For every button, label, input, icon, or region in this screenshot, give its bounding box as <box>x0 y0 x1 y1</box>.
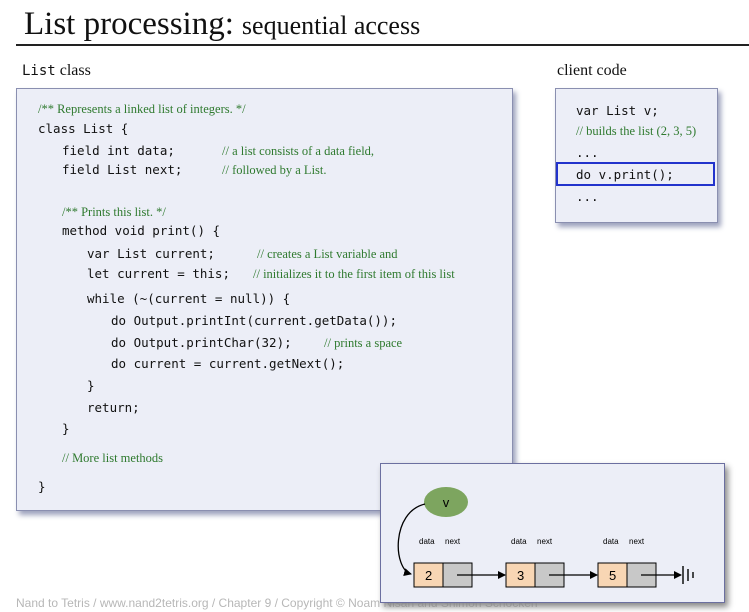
client-builds-comment: // builds the list (2, 3, 5) <box>576 124 697 138</box>
title-rule <box>16 44 749 46</box>
print-char-line: do Output.printChar(32); <box>111 335 292 350</box>
close-class: } <box>38 479 46 494</box>
node2-data-cell <box>505 562 536 588</box>
field-data-line: field int data; <box>62 143 175 158</box>
close-method: } <box>62 421 70 436</box>
null-terminator-icon <box>682 566 694 584</box>
node2-value: 3 <box>517 568 524 583</box>
node3-data-label: data <box>603 537 619 546</box>
v-pointer-arrow <box>397 503 426 576</box>
var-current-comment: // creates a List variable and <box>257 247 398 261</box>
print-char-comment: // prints a space <box>324 336 403 350</box>
linked-list-diagram: v data next 2 data next 3 data next 5 <box>380 463 725 603</box>
client-ellipsis-1: ... <box>576 145 599 160</box>
node2-next-label: next <box>537 537 553 546</box>
client-code-label: client code <box>557 62 627 79</box>
next-line: do current = current.getNext(); <box>111 356 345 371</box>
node3-data-cell <box>597 562 628 588</box>
list-class-label: List class <box>22 62 91 79</box>
title-sub: sequential access <box>241 11 421 40</box>
more-methods-comment: // More list methods <box>62 451 164 465</box>
node2-data-label: data <box>511 537 527 546</box>
let-current-comment: // initializes it to the first item of t… <box>253 267 455 281</box>
return-line: return; <box>87 400 140 415</box>
node1-value: 2 <box>425 568 432 583</box>
client-line-var: var List v; <box>576 103 659 118</box>
title-main: List processing: <box>24 6 234 42</box>
print-doc-comment: /** Prints this list. */ <box>62 205 166 219</box>
client-print-call: do v.print(); <box>576 167 674 182</box>
while-line: while (~(current = null)) { <box>87 291 291 306</box>
let-current-line: let current = this; <box>87 266 230 281</box>
field-data-comment: // a list consists of a data field, <box>222 144 375 158</box>
slide-title: List processing: sequential access <box>24 2 420 47</box>
client-code-panel: var List v; // builds the list (2, 3, 5)… <box>555 88 718 223</box>
list-class-code-panel: /** Represents a linked list of integers… <box>16 88 513 511</box>
print-int-line: do Output.printInt(current.getData()); <box>111 313 397 328</box>
client-ellipsis-2: ... <box>576 189 599 204</box>
node3-next-label: next <box>629 537 645 546</box>
class-header: class List { <box>38 121 129 136</box>
doc-comment: /** Represents a linked list of integers… <box>38 102 246 116</box>
field-next-line: field List next; <box>62 162 183 177</box>
diagram-svg: v data next 2 data next 3 data next 5 <box>397 487 694 588</box>
variable-v-ellipse <box>424 487 468 517</box>
node1-next-label: next <box>445 537 461 546</box>
method-header: method void print() { <box>62 223 221 238</box>
variable-v-label: v <box>443 495 450 510</box>
node1-data-label: data <box>419 537 435 546</box>
close-while: } <box>87 378 95 393</box>
print-call-highlight <box>556 162 715 186</box>
var-current-line: var List current; <box>87 246 215 261</box>
node3-value: 5 <box>609 568 616 583</box>
field-next-comment: // followed by a List. <box>222 163 327 177</box>
node1-data-cell <box>413 562 444 588</box>
